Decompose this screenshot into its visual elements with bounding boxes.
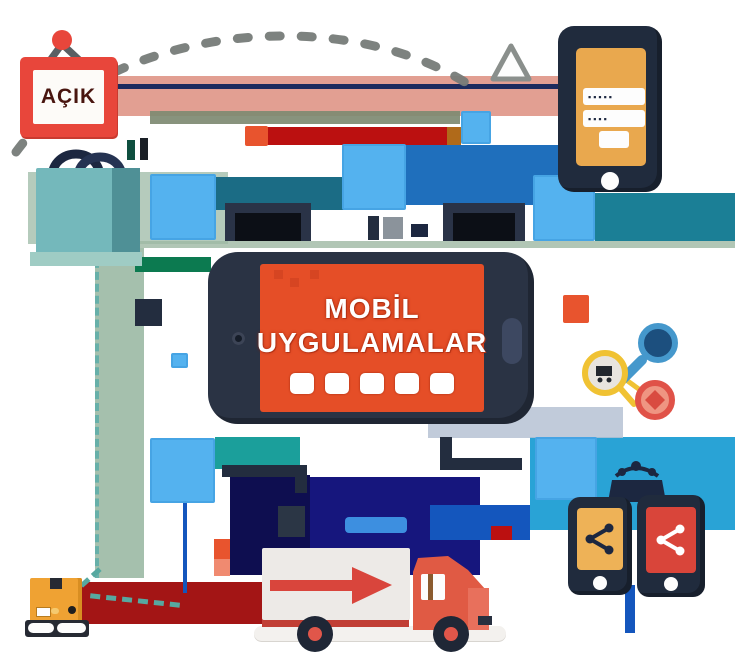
screen-dot <box>325 373 349 395</box>
package-slat <box>57 623 86 633</box>
decor-cap-orange <box>245 126 268 146</box>
screen-dot <box>360 373 384 395</box>
decor-square-slate <box>278 506 305 537</box>
decor-square-blue <box>342 144 406 210</box>
decor-bracket <box>225 203 311 241</box>
decor-cap-brown <box>447 127 461 145</box>
wheel-hub <box>444 627 458 641</box>
decor-square-blue <box>461 111 491 144</box>
package-sticker <box>51 608 59 614</box>
sign-knob <box>52 30 72 50</box>
cart-icon <box>596 366 612 376</box>
decor-band-darkred <box>75 582 265 624</box>
share-phone-amber-screen <box>577 508 623 570</box>
truck-arrow-icon <box>270 567 392 604</box>
screen-pixel <box>310 270 319 279</box>
package-base <box>25 620 89 637</box>
screen-dot <box>290 373 314 395</box>
truck-cab <box>413 556 492 630</box>
decor-square-blue-tiny <box>171 353 188 368</box>
share-icon <box>656 524 685 556</box>
wheel-hub <box>308 627 322 641</box>
search-magnifier-blue-icon <box>638 323 678 363</box>
decor-bracket-leg <box>295 465 307 493</box>
share-icon <box>585 523 614 555</box>
decor-line-blue-vertical <box>183 503 187 593</box>
truck-wheel-front <box>433 616 469 652</box>
magnifier-yellow-handle <box>617 385 637 407</box>
decor-square-gray <box>383 217 403 239</box>
login-phone-screen <box>576 48 646 166</box>
decor-bar-dark-tiny <box>140 138 148 160</box>
decor-square-blue <box>150 438 215 503</box>
home-button <box>601 172 619 190</box>
password-field: ▪▪▪▪ <box>583 110 645 127</box>
package-box <box>30 578 82 622</box>
decor-band-royalblue <box>430 505 530 540</box>
tablet-home-button <box>502 318 522 364</box>
screen-dot-row <box>290 373 454 395</box>
decor-band-crimson <box>267 127 447 145</box>
screen-pixel <box>274 270 283 279</box>
shopping-bag-base <box>30 252 142 266</box>
decor-band-darkgreen <box>135 257 211 272</box>
decor-block-tealgreen <box>215 437 300 469</box>
open-sign: AÇIK <box>20 57 117 137</box>
password-field: ▪▪▪▪▪ <box>583 88 645 105</box>
share-phone-red-screen <box>646 507 696 573</box>
truck-red-strip <box>262 617 409 627</box>
decor-square-orange-two <box>214 539 230 559</box>
decor-bar-navy <box>368 216 379 240</box>
decor-square-red <box>491 526 512 540</box>
decor-square-navy-tiny <box>411 224 428 237</box>
decor-sage-line <box>95 241 735 248</box>
package-label <box>36 607 51 617</box>
tablet-mobil-uygulamalar: MOBİL UYGULAMALAR <box>208 252 534 424</box>
package-notch <box>50 578 62 589</box>
decor-bracket-bar <box>440 458 522 470</box>
shopping-bag-side <box>112 168 140 258</box>
screen-dot <box>430 373 454 395</box>
decor-line-navy <box>100 84 558 89</box>
decor-band-salmon <box>98 76 560 116</box>
home-button <box>593 576 607 590</box>
screen-pixel <box>290 278 299 287</box>
decor-band-olive <box>150 111 460 124</box>
login-phone: ▪▪▪▪▪ ▪▪▪▪ <box>558 26 662 192</box>
search-share-cluster <box>582 323 678 420</box>
open-sign-panel: AÇIK <box>33 70 104 124</box>
decor-square-blue <box>150 174 216 240</box>
tablet-title-line1: MOBİL <box>324 292 420 324</box>
decor-bracket-bar <box>222 465 307 477</box>
login-button <box>599 131 629 148</box>
decor-square-salmon <box>214 559 230 576</box>
tablet-screen: MOBİL UYGULAMALAR <box>256 264 488 412</box>
decor-sage-column <box>95 248 144 578</box>
home-button <box>664 577 678 591</box>
password-dots: ▪▪▪▪ <box>588 113 609 124</box>
tablet-camera <box>232 332 245 345</box>
decor-bracket <box>443 203 525 241</box>
decor-square-navy <box>135 299 162 326</box>
decor-bar-green-tiny <box>127 140 135 160</box>
decor-square-orange <box>563 295 589 323</box>
password-dots: ▪▪▪▪▪ <box>588 91 614 102</box>
package-dot <box>68 606 76 614</box>
share-phone-red <box>637 495 705 597</box>
triangle-icon <box>490 43 532 82</box>
decor-bar-blue <box>345 517 407 533</box>
truck-wheel-rear <box>297 616 333 652</box>
tablet-title-line2: UYGULAMALAR <box>256 326 488 358</box>
decor-square-blue <box>535 437 597 500</box>
decor-line-blue-l <box>625 585 635 633</box>
open-sign-label: AÇIK <box>40 85 97 108</box>
share-phone-amber <box>568 497 632 595</box>
package-slat <box>28 623 54 633</box>
decor-band-tealright <box>595 193 735 241</box>
screen-dot <box>395 373 419 395</box>
